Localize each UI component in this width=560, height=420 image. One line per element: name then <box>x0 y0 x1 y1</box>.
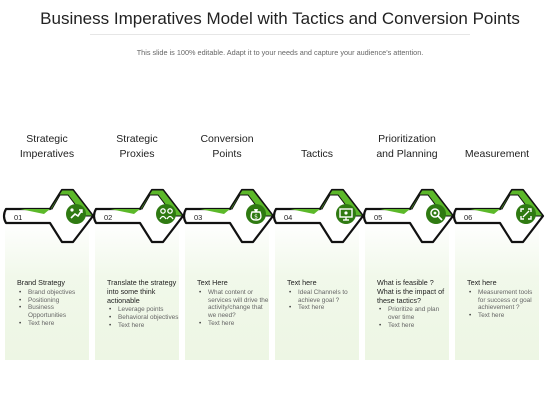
step-number: 02 <box>104 213 113 222</box>
arrow-green-wedge <box>380 209 410 214</box>
step-description: Brand StrategyBrand objectivesPositionin… <box>17 278 91 328</box>
bullet-item: Text here <box>17 320 91 328</box>
step-panel <box>95 222 179 360</box>
slide-title: Business Imperatives Model with Tactics … <box>40 9 520 28</box>
arrow-green-wedge <box>200 209 230 214</box>
step-number: 04 <box>284 213 293 222</box>
svg-text:$: $ <box>254 214 258 221</box>
bullet-item: Leverage points <box>107 306 181 314</box>
arrow-green-wedge <box>470 209 500 214</box>
step-lead-text: Brand Strategy <box>17 278 65 287</box>
step-heading: Measurement <box>464 148 530 160</box>
magnifier-gear-icon <box>426 204 446 224</box>
bullet-item: Text here <box>197 320 271 328</box>
bullet-item: Brand objectives <box>17 289 91 297</box>
title-divider <box>90 34 470 35</box>
step-description: Text HereWhat content or services will d… <box>197 278 271 328</box>
bullet-list: Brand objectivesPositioningBusiness Oppo… <box>17 289 91 328</box>
step-description: Text hereIdeal Channels to achieve goal … <box>287 278 361 312</box>
step-lead-text: Text here <box>287 278 317 287</box>
step-description: Translate the strategy into some think a… <box>107 278 181 330</box>
measure-frame-icon <box>516 204 536 224</box>
step-panel <box>365 222 449 360</box>
slide-subtitle: This slide is 100% editable. Adapt it to… <box>136 48 424 57</box>
step-lead-text: Translate the strategy into some think a… <box>107 278 177 305</box>
money-bag-icon: $ <box>246 204 266 224</box>
bullet-item: Text here <box>287 304 361 312</box>
bullet-item: Text here <box>467 312 541 320</box>
bullet-item: Behavioral objectives <box>107 314 181 322</box>
step-description: What is feasible ? What is the impact of… <box>377 278 451 330</box>
step-number: 01 <box>14 213 23 222</box>
bullet-item: Text here <box>377 322 451 330</box>
bullet-list: Prioritize and plan over timeText here <box>377 306 451 329</box>
bullet-item: Ideal Channels to achieve goal ? <box>287 289 361 305</box>
arrow-green-wedge <box>110 209 140 214</box>
arrow-green-wedge <box>20 209 50 214</box>
growth-chart-icon <box>66 204 86 224</box>
step-number: 06 <box>464 213 473 222</box>
bullet-item: Positioning <box>17 297 91 305</box>
bullet-list: Ideal Channels to achieve goal ?Text her… <box>287 289 361 312</box>
step-lead-text: What is feasible ? What is the impact of… <box>377 278 445 305</box>
step-number: 03 <box>194 213 203 222</box>
bullet-item: Measurement tools for success or goal ac… <box>467 289 541 312</box>
step-lead-text: Text Here <box>197 278 228 287</box>
bullet-item: What content or services will drive the … <box>197 289 271 320</box>
bullet-item: Prioritize and plan over time <box>377 306 451 322</box>
presentation-board-icon <box>336 204 356 224</box>
step-lead-text: Text here <box>467 278 497 287</box>
bullet-list: Measurement tools for success or goal ac… <box>467 289 541 320</box>
step-number: 05 <box>374 213 383 222</box>
bullet-list: What content or services will drive the … <box>197 289 271 328</box>
people-network-icon <box>156 204 176 224</box>
bullet-list: Leverage pointsBehavioral objectivesText… <box>107 306 181 329</box>
arrow-green-wedge <box>290 209 320 214</box>
bullet-item: Text here <box>107 322 181 330</box>
step-heading: Tactics <box>300 148 334 160</box>
bullet-item: Business Opportunities <box>17 304 91 320</box>
